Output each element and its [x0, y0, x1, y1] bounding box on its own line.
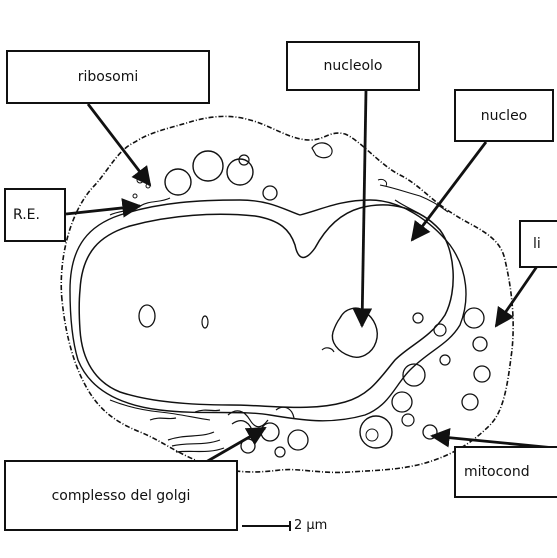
arrow-golgi: [206, 428, 265, 462]
cell-membrane: [61, 116, 513, 472]
lipid-droplet: [434, 324, 446, 336]
mitochondrion: [392, 392, 412, 412]
nuclear-inclusion: [139, 305, 155, 327]
vesicle: [193, 151, 223, 181]
arrow-nucleolo: [362, 90, 366, 326]
lipid-droplet: [473, 337, 487, 351]
lipid-droplet: [464, 308, 484, 328]
label-re: R.E.: [4, 188, 66, 242]
arrow-lipidi: [496, 262, 540, 326]
vesicle: [263, 186, 277, 200]
label-nucleolo: nucleolo: [286, 41, 420, 91]
label-ribosomi: ribosomi: [6, 50, 210, 104]
lipid-droplet: [440, 355, 450, 365]
arrow-nucleo: [412, 142, 486, 240]
arrow-ribosomi: [88, 104, 150, 185]
vesicle: [360, 416, 392, 448]
nucleolus: [332, 308, 377, 357]
endoplasmic-reticulum: [110, 185, 448, 420]
nuclear-inclusion: [202, 316, 208, 328]
lipid-droplet: [462, 394, 478, 410]
label-mitocondri: mitocond: [454, 446, 557, 498]
lipid-droplet: [474, 366, 490, 382]
nuclear-envelope-outer: [70, 200, 466, 421]
label-lipidi: li: [519, 220, 557, 268]
vesicle: [165, 169, 191, 195]
label-golgi: complesso del golgi: [4, 460, 238, 531]
scale-bar-label: 2 µm: [294, 518, 327, 533]
label-nucleo: nucleo: [454, 89, 554, 142]
nucleus-outline: [79, 205, 453, 407]
